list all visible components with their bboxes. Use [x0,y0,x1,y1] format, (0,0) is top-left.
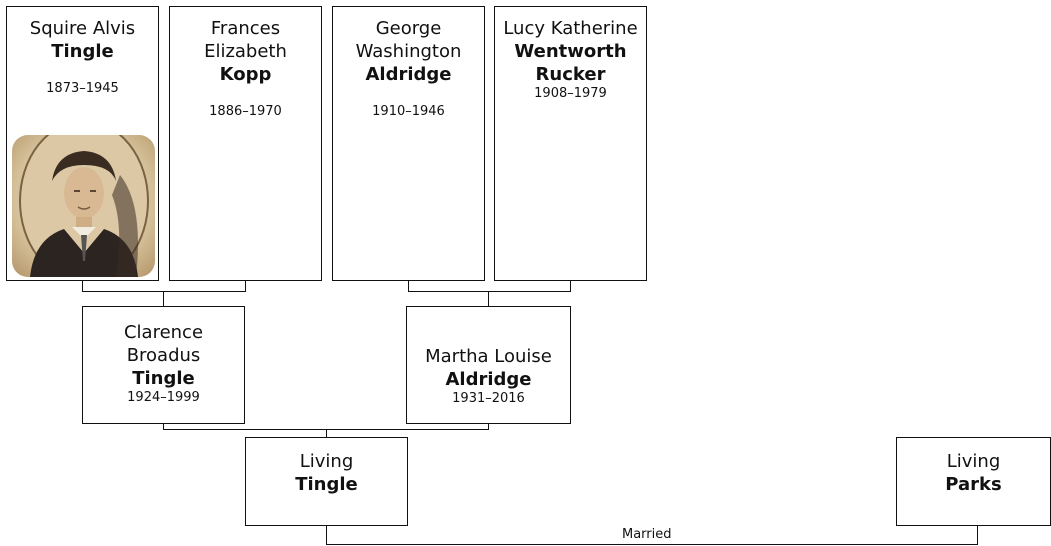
given-name: Martha Louise [425,346,552,367]
given-name: Lucy Katherine [503,18,638,39]
given-name: George Washington [355,18,462,62]
life-years: 1931–2016 [452,391,525,406]
surname: Wentworth Rucker [514,41,627,85]
married-label: Married [622,527,672,542]
surname: Tingle [295,474,358,495]
surname: Tingle [51,41,114,62]
given-name: Squire Alvis [29,18,136,39]
given-name: Frances Elizabeth [204,18,287,62]
life-years: 1910–1946 [372,104,445,119]
connector-couple-aldridge-rucker [408,281,571,292]
surname: Kopp [219,64,272,85]
surname: Parks [945,474,1002,495]
connector-couple-clarence-martha [163,424,489,430]
person-card-frances-elizabeth-kopp[interactable]: Frances Elizabeth Kopp 1886–1970 [169,6,322,281]
connector-marriage [326,526,978,545]
person-card-squire-alvis-tingle[interactable]: Squire Alvis Tingle 1873–1945 [6,6,159,281]
life-years: 1924–1999 [127,390,200,405]
life-years: 1873–1945 [46,81,119,96]
life-years: 1886–1970 [209,104,282,119]
person-card-martha-louise-aldridge[interactable]: Martha Louise Aldridge 1931–2016 [406,306,571,424]
given-name: Clarence Broadus [123,322,204,366]
surname: Aldridge [445,369,532,390]
surname: Aldridge [365,64,452,85]
person-card-living-tingle[interactable]: Living Tingle [245,437,408,526]
connector-couple-tingle-kopp [82,281,246,292]
given-name: Living [299,451,354,472]
life-years: 1908–1979 [534,86,607,101]
person-card-george-washington-aldridge[interactable]: George Washington Aldridge 1910–1946 [332,6,485,281]
person-card-living-parks[interactable]: Living Parks [896,437,1051,526]
person-card-clarence-broadus-tingle[interactable]: Clarence Broadus Tingle 1924–1999 [82,306,245,424]
portrait-photo [12,135,155,277]
person-card-lucy-katherine-wentworth-rucker[interactable]: Lucy Katherine Wentworth Rucker 1908–197… [494,6,647,281]
given-name: Living [946,451,1001,472]
surname: Tingle [132,368,195,389]
